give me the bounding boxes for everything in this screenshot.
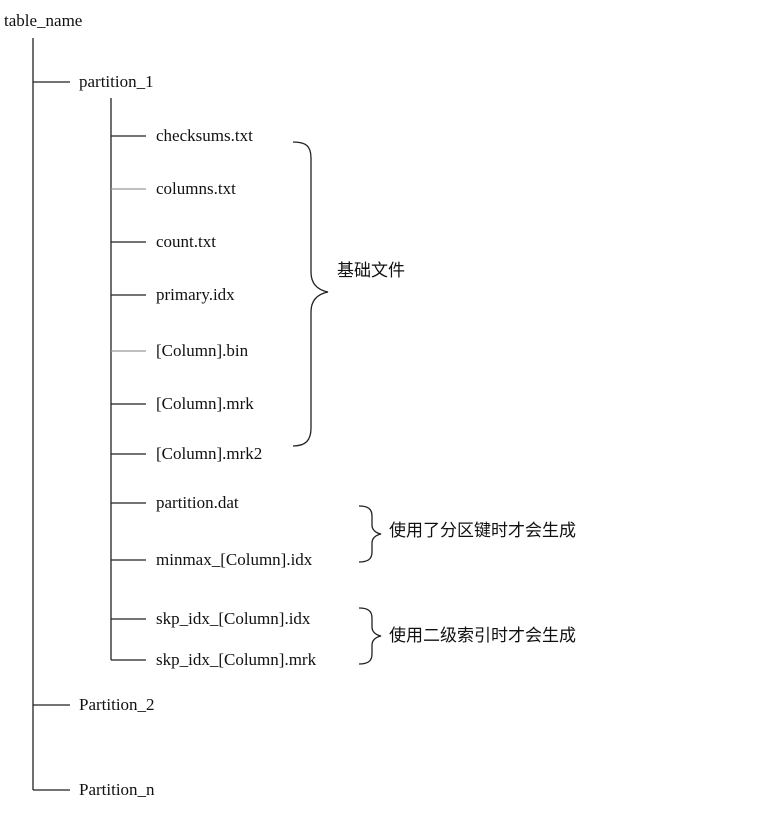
partition-1-label: partition_1 — [79, 72, 154, 91]
file-column-mrk2: [Column].mrk2 — [156, 444, 263, 463]
partition-2-label: Partition_2 — [79, 695, 155, 714]
partition-key-annotation: 使用了分区键时才会生成 — [389, 521, 576, 541]
file-count-txt: count.txt — [156, 232, 216, 251]
secondary-index-brace — [358, 607, 382, 665]
file-column-mrk: [Column].mrk — [156, 394, 254, 413]
file-columns-txt: columns.txt — [156, 179, 236, 198]
file-skp-idx-mrk: skp_idx_[Column].mrk — [156, 650, 317, 669]
file-checksums-txt: checksums.txt — [156, 126, 253, 145]
file-column-bin: [Column].bin — [156, 341, 249, 360]
partition-n-label: Partition_n — [79, 780, 155, 799]
basic-files-annotation: 基础文件 — [337, 261, 405, 281]
partition-key-brace — [358, 505, 382, 563]
file-skp-idx-idx: skp_idx_[Column].idx — [156, 609, 311, 628]
file-partition-dat: partition.dat — [156, 493, 239, 512]
file-primary-idx: primary.idx — [156, 285, 235, 304]
secondary-index-annotation: 使用二级索引时才会生成 — [389, 626, 576, 646]
basic-files-brace — [292, 141, 329, 447]
file-minmax-idx: minmax_[Column].idx — [156, 550, 313, 569]
root-table-name: table_name — [4, 11, 83, 30]
